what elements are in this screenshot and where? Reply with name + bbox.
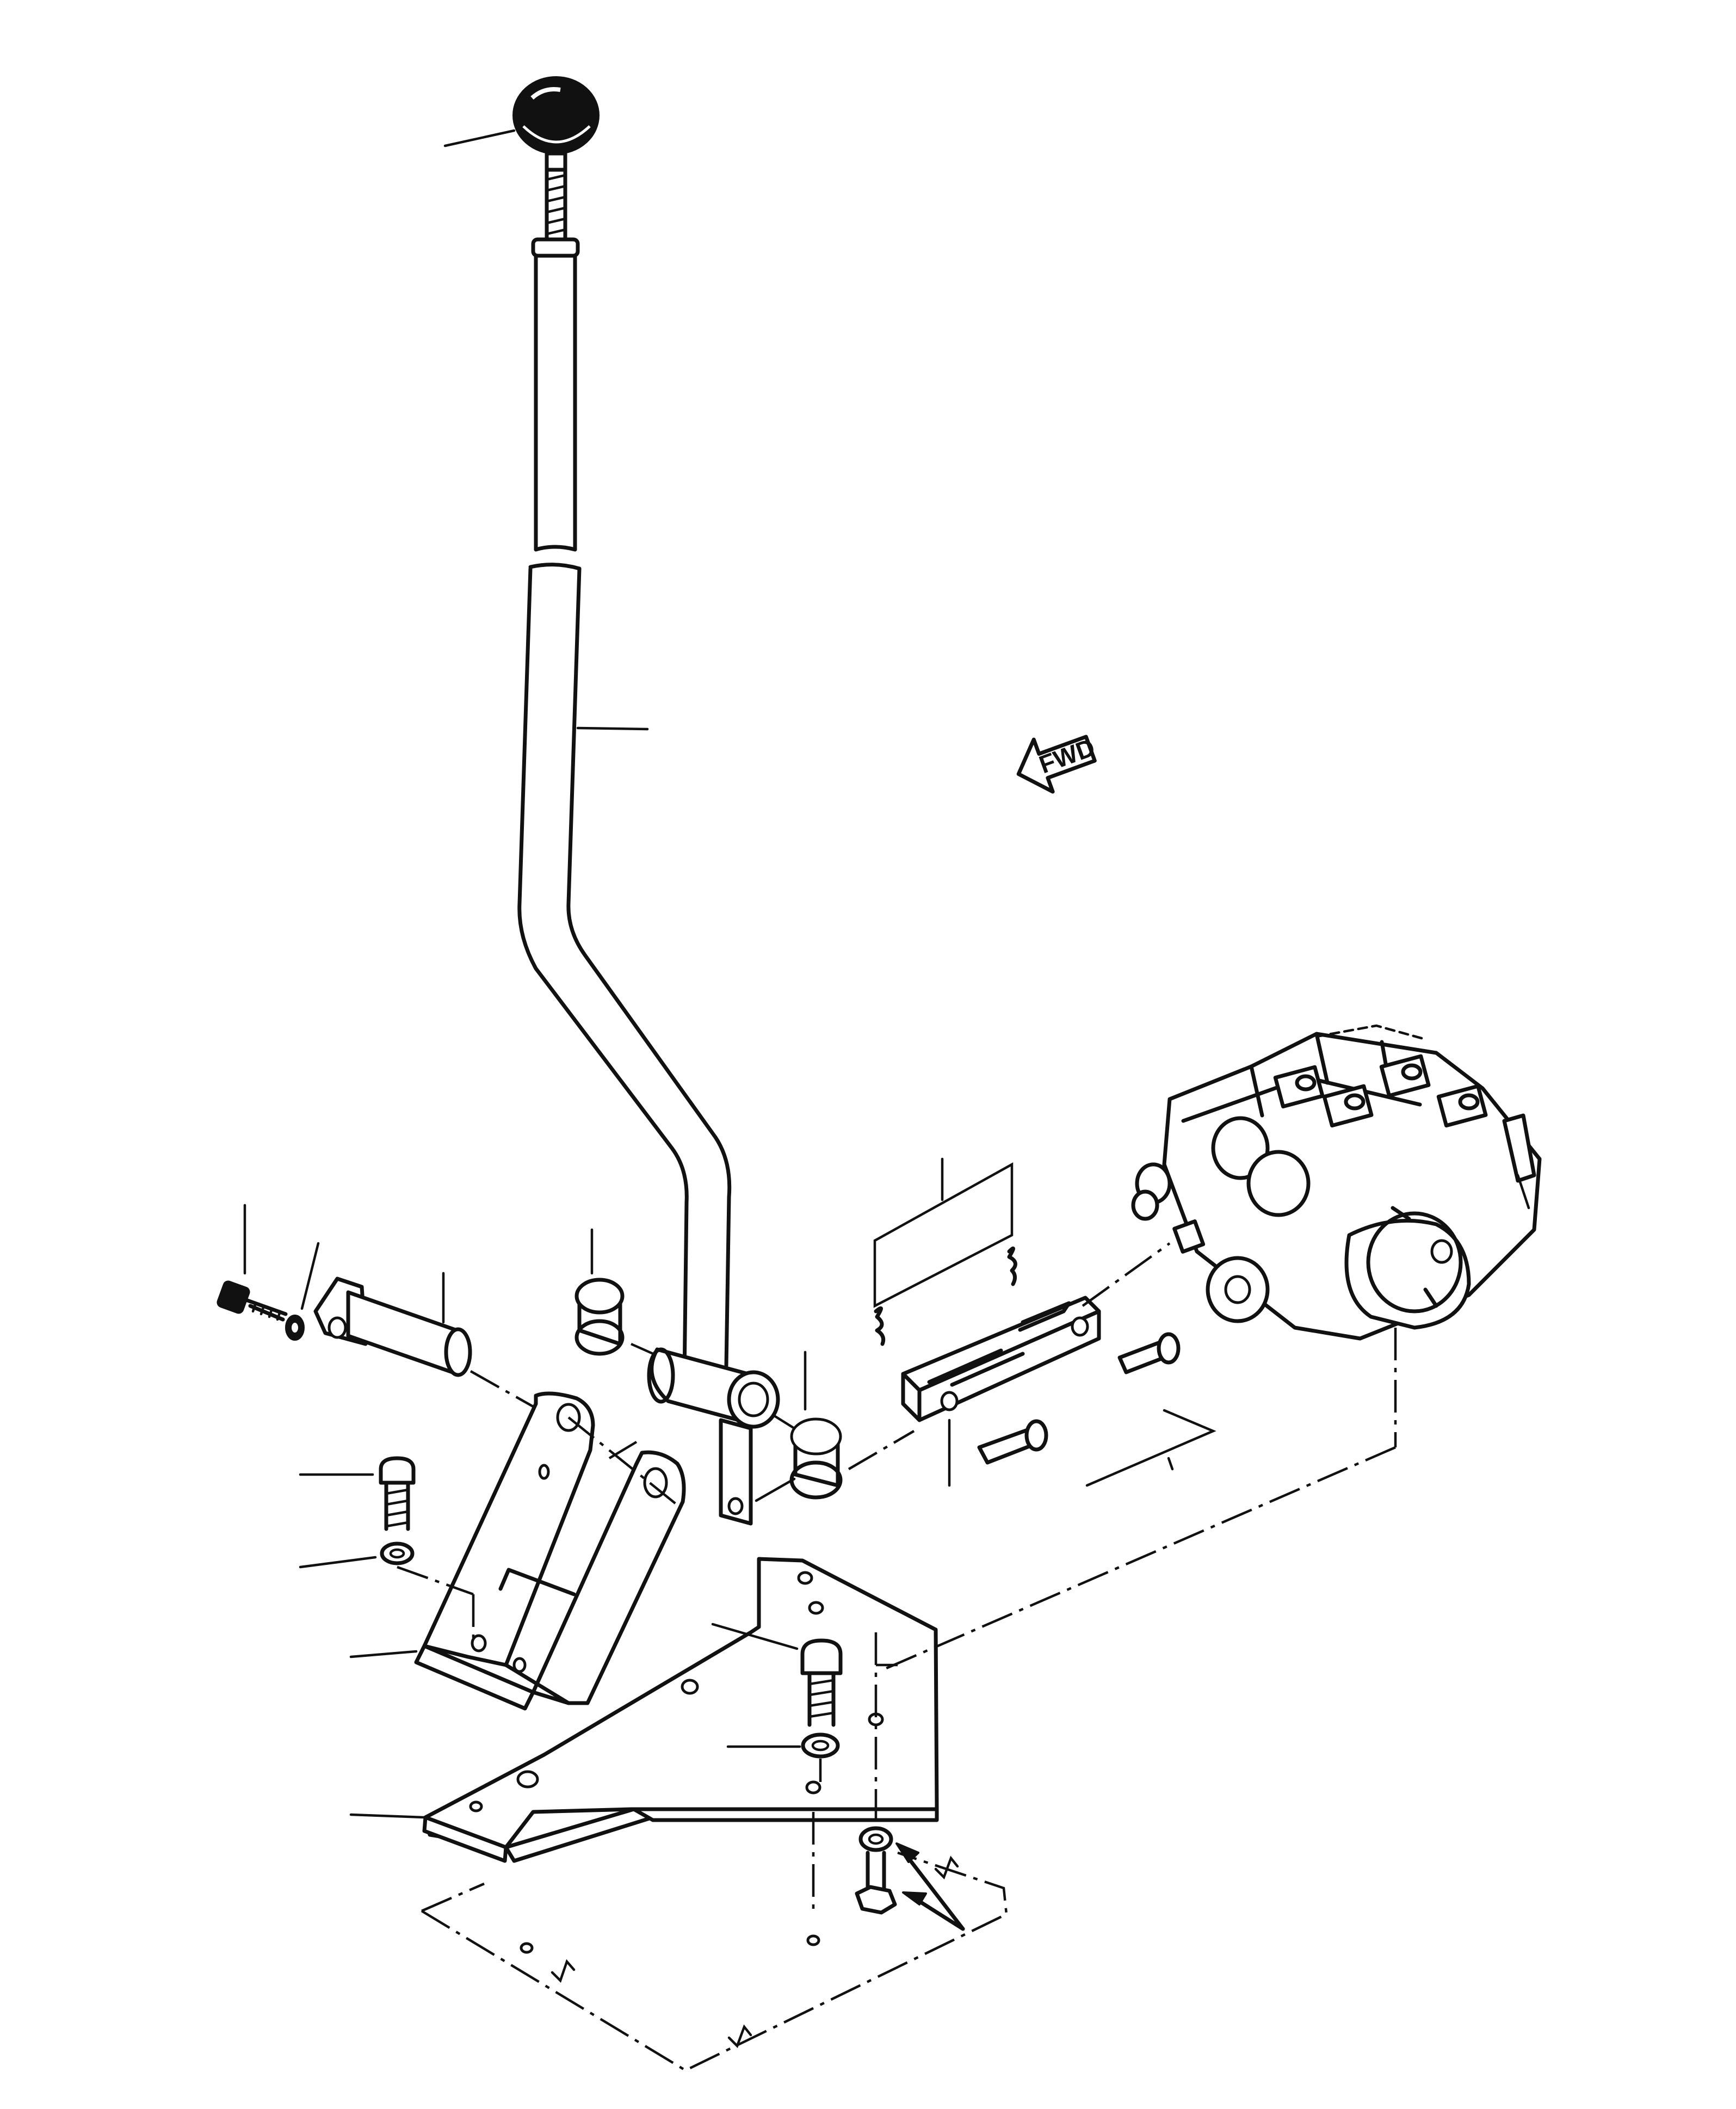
pivot-pin — [313, 1272, 534, 1408]
leader-mount-capscrew-right — [711, 1623, 799, 1650]
control-lever — [517, 237, 780, 1526]
lock-washer — [299, 1541, 475, 1638]
mounting-capscrew — [299, 1456, 416, 1531]
hex-nut — [812, 1632, 965, 1931]
bushing-right — [755, 1350, 915, 1502]
leader-plate — [349, 1813, 426, 1819]
leader-knob — [443, 129, 516, 147]
leader-washer — [300, 1242, 320, 1310]
cotter-pin — [873, 1157, 1017, 1346]
floor-outline — [421, 1851, 1008, 2072]
clevis — [901, 1242, 1171, 1487]
control-valve — [881, 1024, 1542, 1672]
fwd-indicator: FWD — [1016, 733, 1098, 794]
mounting-plate — [349, 1557, 939, 1863]
leader-lock-washer — [299, 1556, 377, 1569]
washer — [285, 1242, 320, 1341]
leader-bracket — [349, 1650, 418, 1658]
lock-washer-right — [726, 1732, 840, 1782]
left-arrow-icon — [1016, 735, 1097, 794]
knob — [443, 76, 600, 242]
clevis-pin — [977, 1332, 1216, 1487]
pivot-bracket — [349, 1391, 686, 1711]
capscrew — [217, 1204, 288, 1322]
leader-clevis-pin — [1167, 1457, 1174, 1471]
leader-lever — [576, 726, 649, 731]
mounting-capscrew-right — [711, 1623, 843, 1727]
bushing — [574, 1228, 656, 1356]
